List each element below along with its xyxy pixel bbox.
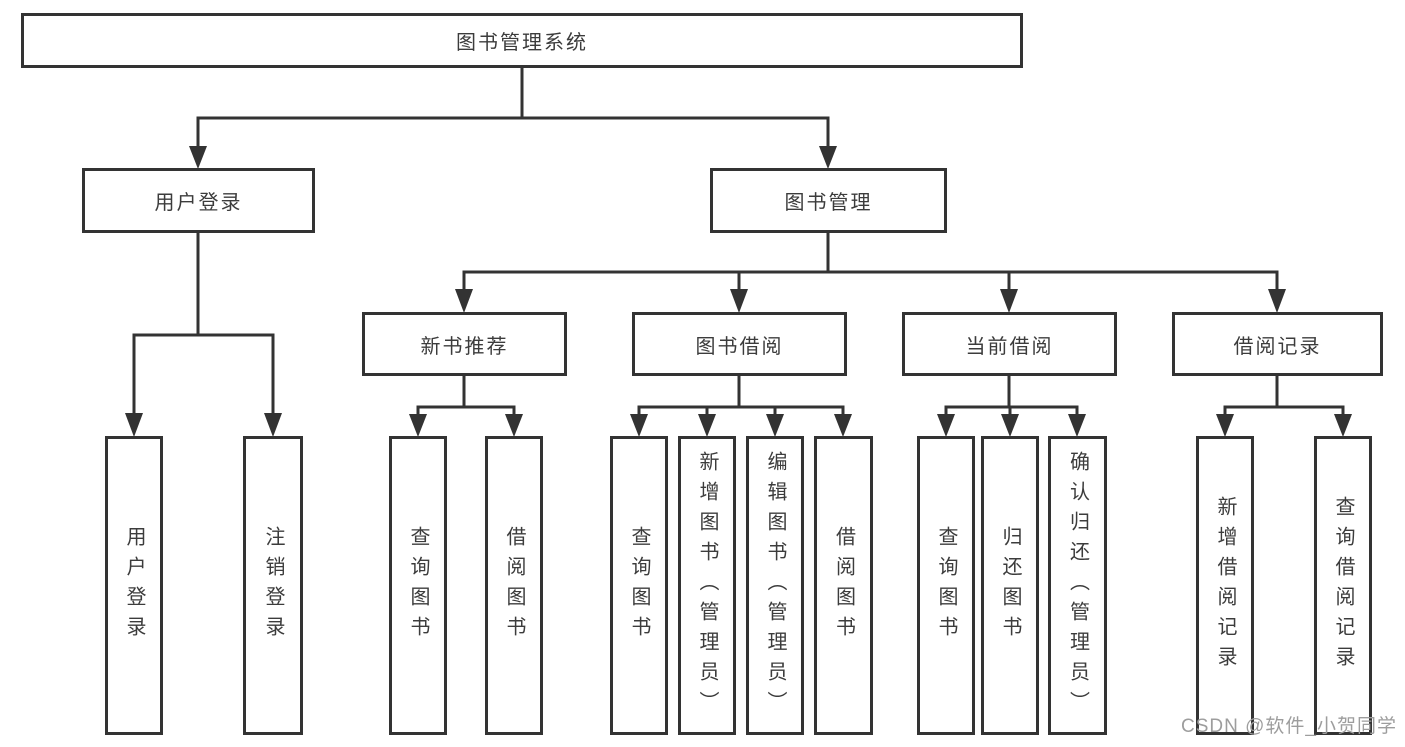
node-label: 归还图书	[999, 525, 1021, 646]
node-user-login: 用户登录	[82, 168, 315, 233]
node-label: 编辑图书（管理员）	[764, 450, 786, 721]
leaf-logout: 注销登录	[243, 436, 303, 735]
node-book-management: 图书管理	[710, 168, 947, 233]
edge-new-book-rec-to-leaves	[409, 374, 523, 437]
leaf-confirm-return-admin: 确认归还（管理员）	[1048, 436, 1107, 735]
node-current-borrowing: 当前借阅	[902, 312, 1117, 376]
node-label: 注销登录	[262, 525, 284, 646]
leaf-user-login: 用户登录	[105, 436, 163, 735]
csdn-watermark: CSDN @软件_小贺同学	[1181, 716, 1397, 737]
leaf-add-borrow-record: 新增借阅记录	[1196, 436, 1254, 735]
edge-current-borrow-to-leaves	[937, 374, 1086, 437]
leaf-query-books-under-current: 查询图书	[917, 436, 975, 735]
node-label: 新增借阅记录	[1214, 495, 1236, 676]
node-label: 新书推荐	[420, 335, 509, 358]
leaf-query-books-under-borrowing: 查询图书	[610, 436, 668, 735]
node-label: 当前借阅	[965, 335, 1054, 358]
node-label: 图书管理	[784, 192, 873, 214]
node-label: 查询图书	[628, 525, 650, 646]
node-label: 图书借阅	[695, 335, 784, 358]
node-label: 查询图书	[935, 525, 957, 646]
node-label: 用户登录	[123, 525, 145, 646]
edge-book-borrow-to-leaves	[630, 374, 852, 437]
node-label: 查询借阅记录	[1332, 495, 1354, 676]
node-label: 用户登录	[154, 192, 243, 214]
node-library-management-system: 图书管理系统	[21, 13, 1023, 68]
node-label: 查询图书	[407, 525, 429, 646]
edge-root-to-level2	[189, 66, 837, 169]
node-label: 图书管理系统	[456, 32, 588, 54]
node-label: 借阅图书	[503, 525, 525, 646]
leaf-borrow-books-under-borrowing: 借阅图书	[814, 436, 873, 735]
edge-user-login-to-leaves	[125, 231, 282, 437]
node-book-borrowing: 图书借阅	[632, 312, 847, 376]
edge-book-mgmt-to-level3	[455, 231, 1286, 313]
leaf-add-book-admin: 新增图书（管理员）	[678, 436, 736, 735]
node-new-book-recommendation: 新书推荐	[362, 312, 567, 376]
node-borrowing-records: 借阅记录	[1172, 312, 1383, 376]
leaf-edit-book-admin: 编辑图书（管理员）	[746, 436, 804, 735]
edge-borrow-records-to-leaves	[1216, 374, 1352, 437]
node-label: 确认归还（管理员）	[1066, 450, 1089, 721]
leaf-borrow-books-under-recommendation: 借阅图书	[485, 436, 543, 735]
leaf-query-books-under-recommendation: 查询图书	[389, 436, 447, 735]
leaf-return-book: 归还图书	[981, 436, 1039, 735]
node-label: 借阅图书	[832, 525, 855, 646]
node-label: 新增图书（管理员）	[696, 450, 718, 721]
node-label: 借阅记录	[1233, 335, 1322, 358]
leaf-query-borrow-record: 查询借阅记录	[1314, 436, 1372, 735]
